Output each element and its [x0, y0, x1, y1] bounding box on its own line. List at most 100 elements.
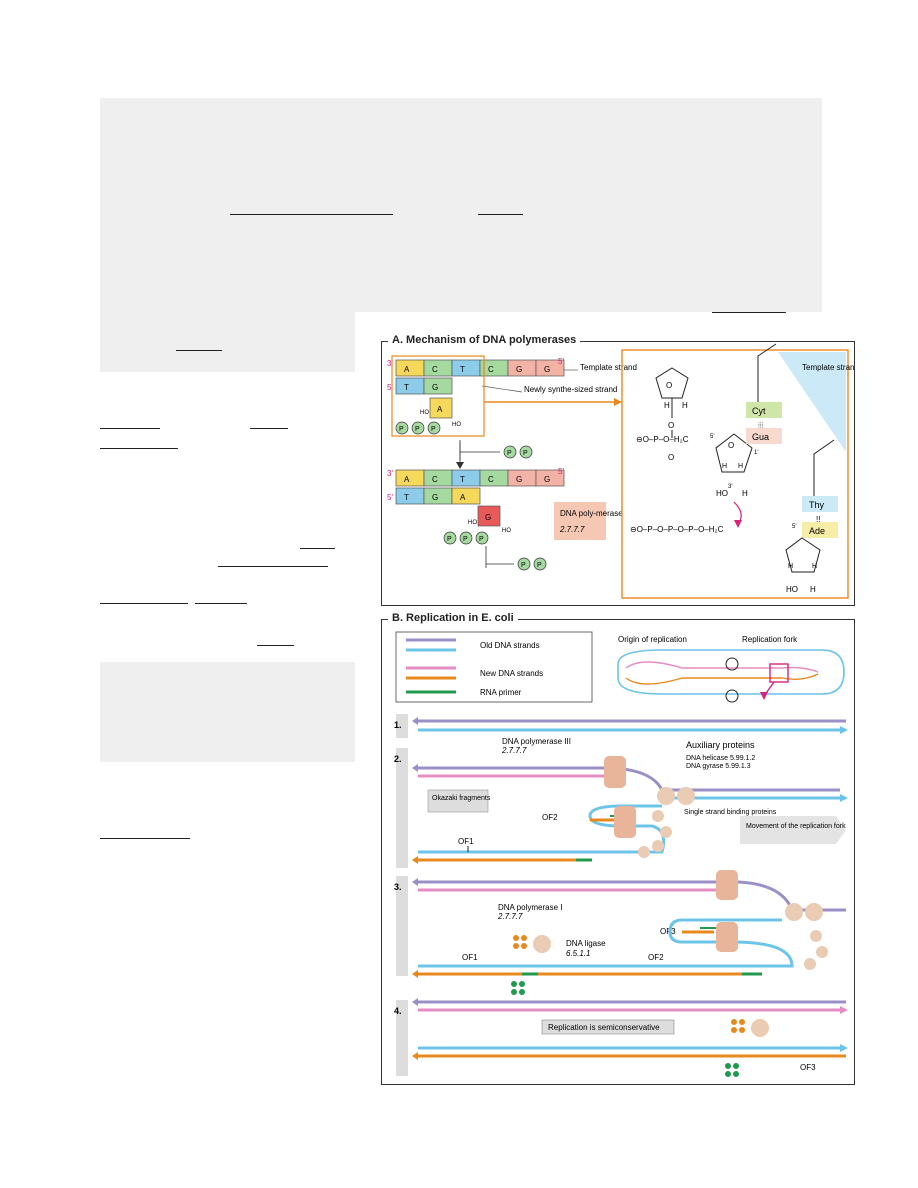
panel-a-diagram: 3' 5' A C T C G G 5' T G Template strand…: [387, 343, 859, 599]
semiconservative-callout: [541, 1019, 675, 1035]
duplex-after: 3' 5' A C T C G G 5' T G A G HO HO P P P…: [387, 442, 623, 571]
duplex-before: 3' 5' A C T C G G 5' T G Template strand…: [387, 355, 637, 460]
redacted-text-block-top: [100, 98, 822, 312]
okazaki-label: Okazaki fragments: [432, 795, 491, 802]
phosphate-label: P: [447, 536, 452, 543]
redacted-text-block-mid: [100, 662, 355, 762]
end-5p-top-2: 5': [558, 467, 564, 476]
base-top-3: T: [460, 365, 465, 374]
cyt-box: [746, 402, 782, 418]
h-label: H: [664, 401, 670, 410]
ppi-label: P: [521, 562, 526, 569]
h-label: H: [812, 563, 817, 570]
of3-label-step4: OF3: [800, 1063, 816, 1072]
underline-8: [300, 548, 335, 549]
base-bottom-1: T: [404, 383, 409, 392]
template-strand-label: Template strand: [580, 363, 637, 372]
base-top-1b: A: [404, 475, 410, 484]
ade-label: Ade: [809, 526, 825, 536]
dna-polymerase-ec: 2.7.7.7: [559, 525, 585, 534]
h-label: H: [788, 563, 793, 570]
fork-movement-arrow: [740, 816, 846, 844]
pol3-lagging: [614, 806, 636, 838]
ppi-label: P: [507, 450, 512, 457]
base-bottom-3b: A: [460, 493, 466, 502]
base-top-6b: G: [544, 475, 550, 484]
base-top-1: A: [404, 365, 410, 374]
base-bottom-1b: T: [404, 493, 409, 502]
step-2-label: 2.: [394, 754, 402, 764]
of2-label-step2: OF2: [542, 813, 558, 822]
step-4-label: 4.: [394, 1006, 402, 1016]
underline-12: [257, 645, 294, 646]
h-label: H: [742, 489, 748, 498]
base-top-4: C: [488, 365, 494, 374]
helicase-label: DNA helicase 5.99.1.2: [686, 755, 755, 762]
end-5p-label: 5': [387, 383, 393, 392]
base-top-3b: T: [460, 475, 465, 484]
gua-label: Gua: [752, 432, 769, 442]
ho-label-2: HO: [452, 422, 461, 428]
of1-label-step2: OF1: [458, 837, 474, 846]
panel-a-mechanism: 3' 5' A C T C G G 5' T G Template strand…: [381, 341, 859, 606]
base-top-4b: C: [488, 475, 494, 484]
base-top-5: G: [516, 365, 522, 374]
pol3-protein: [604, 756, 626, 788]
zoom-source-box: [391, 355, 485, 437]
h-label: H: [738, 463, 743, 470]
ppi-label: P: [523, 450, 528, 457]
end-3p-label: 3': [387, 359, 393, 368]
underline-13: [100, 838, 190, 839]
ring-o: O: [666, 381, 672, 390]
okazaki-callout: [427, 789, 489, 813]
fork-label: Replication fork: [742, 635, 798, 644]
o-label: O: [668, 453, 674, 462]
pol1-label: DNA polymerase I: [498, 903, 562, 912]
ho-label-1: HO: [420, 410, 429, 416]
semiconservative-label: Replication is semiconservative: [548, 1023, 660, 1032]
double-bond: !!: [816, 515, 820, 524]
end-3p-label-2: 3': [387, 469, 393, 478]
dna-polymerase-badge: [554, 502, 606, 540]
thy-label: Thy: [809, 500, 825, 510]
c5-label: 5': [710, 434, 714, 440]
pol1-ec: 2.7.7.7: [497, 912, 523, 921]
of3-label-step3: OF3: [660, 927, 676, 936]
origin-label: Origin of replication: [618, 635, 687, 644]
underline-5: [100, 428, 160, 429]
step-3-label: 3.: [394, 882, 402, 892]
triphosphate-row: ⊖O–P–O–P–O–P–O–H₂C: [630, 525, 724, 534]
zoom-chemistry: Template strand O H H O ⊖O–P–O–H₂C 5' O …: [621, 343, 859, 599]
step-1-label: 1.: [394, 720, 402, 730]
ho-label-3: HO: [468, 520, 477, 526]
base-bottom-2: G: [432, 383, 438, 392]
base-top-5b: G: [516, 475, 522, 484]
underline-10: [100, 603, 188, 604]
redacted-text-block-top-left: [100, 312, 355, 372]
ho-label-5: HO: [786, 585, 798, 594]
base-top-2b: C: [432, 475, 438, 484]
underline-6: [250, 428, 288, 429]
underline-7: [100, 448, 178, 449]
of2-label-step3: OF2: [648, 953, 664, 962]
h-label: H: [810, 585, 816, 594]
phosphate-label: P: [431, 426, 436, 433]
newly-synthesized-label: Newly synthe-sized strand: [524, 385, 617, 394]
c5-label-2: 5': [792, 524, 796, 530]
phosphate-label: P: [479, 536, 484, 543]
legend-primer-label: RNA primer: [480, 688, 522, 697]
underline-4: [176, 350, 222, 351]
phosphate-label: P: [399, 426, 404, 433]
ho-3p-label: HO: [716, 489, 728, 498]
ligase-label: DNA ligase: [566, 939, 606, 948]
legend-new-label: New DNA strands: [480, 669, 543, 678]
panel-a-title: A. Mechanism of DNA polymerases: [388, 334, 581, 346]
phosphate-label: P: [415, 426, 420, 433]
ring-o: O: [728, 441, 734, 450]
triple-bond: ⦙⦙⦙: [758, 421, 764, 430]
incoming-base-a: A: [437, 405, 443, 414]
underline-2: [478, 214, 523, 215]
base-top-6: G: [544, 365, 550, 374]
thy-box: [802, 496, 838, 512]
cyt-label: Cyt: [752, 406, 766, 416]
